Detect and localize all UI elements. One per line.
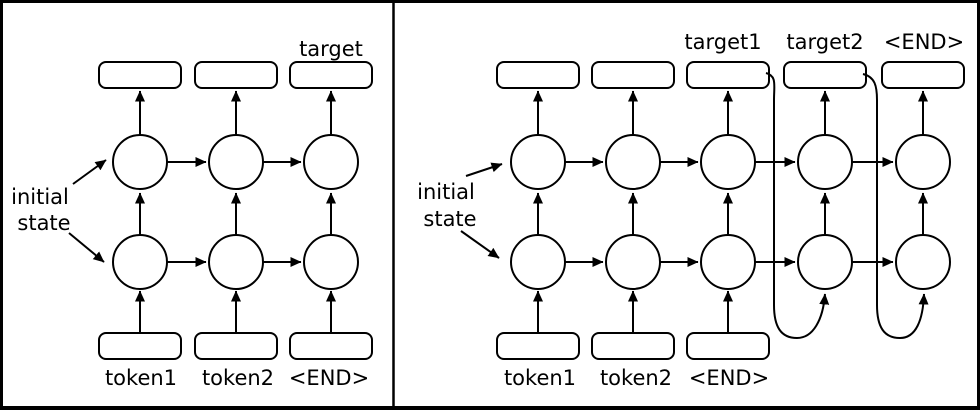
output-box (289, 61, 373, 89)
rnn-cell (797, 134, 853, 190)
rnn-cell (112, 234, 168, 290)
rnn-cell (303, 134, 359, 190)
rnn-cell (895, 134, 951, 190)
initial-state-arrow (72, 159, 107, 185)
rnn-cell (605, 134, 661, 190)
end-output-label: <END> (884, 30, 964, 54)
output-box (591, 61, 675, 89)
rnn-cell (510, 134, 566, 190)
rnn-cell (112, 134, 168, 190)
output-box (98, 61, 182, 89)
end-token-label: <END> (689, 366, 769, 390)
rnn-cell (303, 234, 359, 290)
input-box (289, 332, 373, 360)
rnn-cell (700, 234, 756, 290)
token2-label: token2 (600, 366, 672, 390)
rnn-cell (700, 134, 756, 190)
end-token-label: <END> (289, 366, 369, 390)
initial-state-label-line2: state (423, 207, 476, 231)
rnn-cell (208, 234, 264, 290)
rnn-cell (895, 234, 951, 290)
initial-state-arrow (460, 230, 500, 259)
initial-state-label-line2: state (17, 211, 70, 235)
left-panel-training: target token1 token2 <END> initial state (11, 37, 373, 390)
output-box (881, 61, 965, 89)
rnn-cell (510, 234, 566, 290)
feedback-arrow (765, 72, 830, 340)
target-label: target (299, 37, 363, 61)
token1-label: token1 (504, 366, 576, 390)
output-box (194, 61, 278, 89)
rnn-cell (797, 234, 853, 290)
target2-label: target2 (786, 30, 863, 54)
token1-label: token1 (105, 366, 177, 390)
input-box (98, 332, 182, 360)
initial-state-arrow (465, 162, 503, 177)
rnn-cell (208, 134, 264, 190)
rnn-cell (605, 234, 661, 290)
output-box (496, 61, 580, 89)
output-box (686, 61, 770, 89)
initial-state-label-line1: initial (11, 185, 69, 209)
right-panel-generation: target1 target2 <END> token1 token2 <END… (417, 30, 965, 390)
input-box (591, 332, 675, 360)
token2-label: token2 (202, 366, 274, 390)
initial-state-arrow (68, 232, 105, 263)
input-box (686, 332, 770, 360)
feedback-arrow (862, 73, 929, 340)
output-box (783, 61, 867, 89)
input-box (194, 332, 278, 360)
input-box (496, 332, 580, 360)
target1-label: target1 (684, 30, 761, 54)
initial-state-label-line1: initial (417, 180, 475, 204)
